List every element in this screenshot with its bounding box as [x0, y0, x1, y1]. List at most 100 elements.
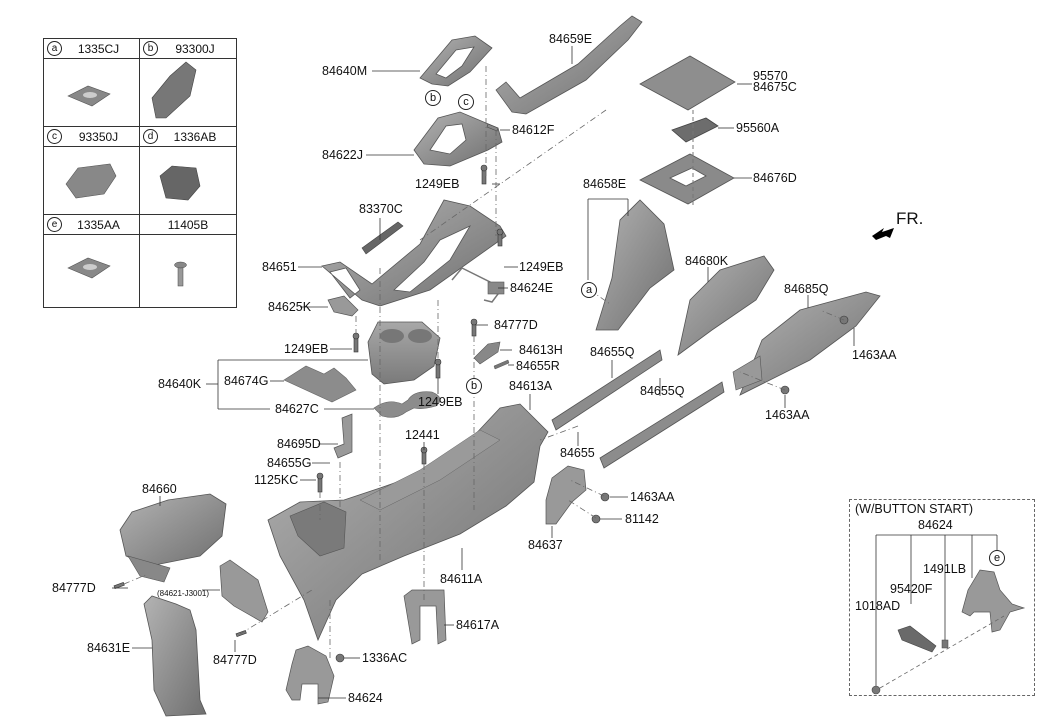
label-1463AA-2[interactable]: 1463AA [765, 408, 810, 422]
part-84625K [327, 295, 359, 317]
label-84651[interactable]: 84651 [262, 260, 297, 274]
label-84655R[interactable]: 84655R [516, 359, 560, 373]
label-84631E[interactable]: 84631E [87, 641, 131, 655]
legend-part-number[interactable]: 11405B [167, 218, 209, 232]
callout-e: e [989, 550, 1005, 566]
label-84655[interactable]: 84655 [560, 446, 595, 460]
part-84660 [119, 493, 227, 567]
label-84675C[interactable]: 84675C [753, 80, 797, 94]
part-84627C [373, 391, 441, 418]
fasteners [113, 164, 849, 663]
callout-b-lower: b [466, 378, 482, 394]
label-84655Q-2[interactable]: 84655Q [640, 384, 685, 398]
label-84624[interactable]: 84624 [348, 691, 383, 705]
part-84680K [677, 255, 775, 356]
part-1491LB [941, 639, 949, 649]
label-81142[interactable]: 81142 [625, 512, 659, 526]
part-84624-bracket-box [961, 569, 1026, 633]
label-84621-J3001[interactable]: (84621-J3001) [157, 589, 210, 598]
part-1018AD [871, 685, 881, 695]
label-1018AD[interactable]: 1018AD [855, 599, 901, 613]
label-83370C[interactable]: 83370C [359, 202, 403, 216]
part-84676D [639, 153, 735, 205]
label-84612F[interactable]: 84612F [512, 123, 555, 137]
label-84611A[interactable]: 84611A [440, 572, 483, 586]
leader-lines [112, 46, 855, 699]
part-84613H [473, 341, 501, 365]
label-84613A[interactable]: 84613A [509, 379, 553, 393]
callout-circle: e [47, 217, 62, 232]
label-84624E[interactable]: 84624E [510, 281, 554, 295]
part-84617A [403, 589, 447, 645]
label-84617A[interactable]: 84617A [456, 618, 500, 632]
label-84777D-2[interactable]: 84777D [52, 581, 96, 595]
label-84640K[interactable]: 84640K [158, 377, 202, 391]
label-84685Q[interactable]: 84685Q [784, 282, 829, 296]
legend-image-a [44, 59, 140, 127]
label-95420F[interactable]: 95420F [890, 582, 933, 596]
label-84637[interactable]: 84637 [528, 538, 563, 552]
label-84655Q-1[interactable]: 84655Q [590, 345, 635, 359]
label-1336AC[interactable]: 1336AC [362, 651, 408, 665]
callout-b: b [425, 90, 441, 106]
legend-icons [65, 61, 201, 287]
part-84655Q-upper [551, 349, 663, 431]
label-1125KC[interactable]: 1125KC [254, 473, 299, 487]
part-84659E [495, 15, 643, 115]
label-95570[interactable]: 95570 [753, 69, 788, 83]
label-84658E[interactable]: 84658E [583, 177, 627, 191]
label-84695D[interactable]: 84695D [277, 437, 321, 451]
part-84624-bracket [285, 645, 335, 705]
button-start-leaders [875, 534, 998, 690]
label-84676D[interactable]: 84676D [753, 171, 797, 185]
part-84655Q-lower [599, 381, 725, 469]
legend-cell-e: e 1335AA [44, 215, 140, 235]
callout-circle: b [143, 41, 158, 56]
part-84651 [321, 199, 507, 307]
legend-part-number[interactable]: 1336AB [173, 130, 217, 144]
label-12441[interactable]: 12441 [405, 428, 440, 442]
label-1249EB-4[interactable]: 1249EB [418, 395, 463, 409]
part-84640M [419, 35, 493, 87]
part-84674G [283, 365, 357, 403]
label-1249EB-3[interactable]: 1249EB [284, 342, 329, 356]
part-84622J [413, 111, 503, 167]
label-84655G[interactable]: 84655G [267, 456, 312, 470]
part-84621-bracket [219, 559, 269, 623]
label-84622J[interactable]: 84622J [322, 148, 364, 162]
label-84680K[interactable]: 84680K [685, 254, 729, 268]
legend-image-e [44, 235, 140, 307]
legend-cell-d: d 1336AB [140, 127, 236, 147]
label-84777D-3[interactable]: 84777D [213, 653, 257, 667]
part-84658E [595, 199, 675, 331]
label-1249EB-2[interactable]: 1249EB [519, 260, 564, 274]
legend-part-number[interactable]: 1335CJ [77, 42, 120, 56]
label-84627C[interactable]: 84627C [275, 402, 319, 416]
legend-image-c [44, 147, 140, 215]
label-1249EB-1[interactable]: 1249EB [415, 177, 460, 191]
label-1491LB[interactable]: 1491LB [923, 562, 967, 576]
callout-circle: a [47, 41, 62, 56]
label-84625K[interactable]: 84625K [268, 300, 312, 314]
callout-circle: d [143, 129, 158, 144]
callout-c: c [458, 94, 474, 110]
label-84777D-1[interactable]: 84777D [494, 318, 538, 332]
legend-part-number[interactable]: 1335AA [77, 218, 120, 232]
label-1463AA-1[interactable]: 1463AA [852, 348, 897, 362]
label-95560A[interactable]: 95560A [736, 121, 780, 135]
label-84640M[interactable]: 84640M [322, 64, 368, 78]
label-84674G[interactable]: 84674G [224, 374, 269, 388]
parts-legend-table: a 1335CJ b 93300J c 93350J d 1336AB e 13… [43, 38, 237, 308]
label-84659E[interactable]: 84659E [549, 32, 593, 46]
label-84624-box[interactable]: 84624 [918, 518, 953, 532]
legend-cell-b: b 93300J [140, 39, 236, 59]
label-84660[interactable]: 84660 [142, 482, 177, 496]
label-1463AA-3[interactable]: 1463AA [630, 490, 675, 504]
legend-part-number[interactable]: 93350J [78, 130, 119, 144]
label-84613H[interactable]: 84613H [519, 343, 563, 357]
legend-part-number[interactable]: 93300J [175, 42, 215, 56]
part-84637 [545, 465, 587, 525]
part-95560A [671, 117, 719, 143]
